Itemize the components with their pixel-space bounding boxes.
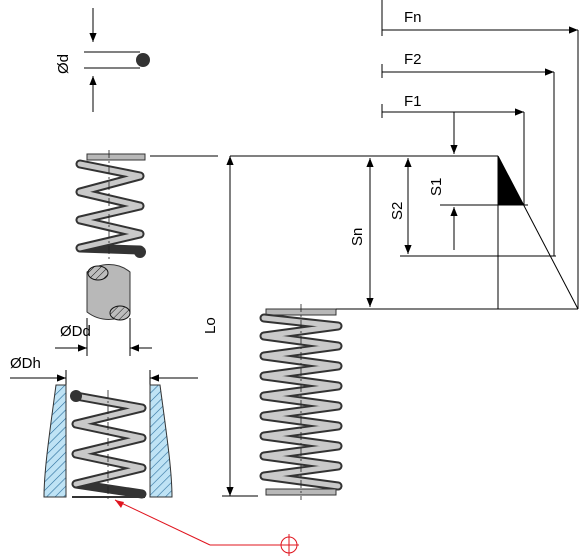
- wire-diameter-label: Ød: [55, 54, 72, 74]
- mandrel-diameter-dimension: ØDd: [55, 318, 152, 356]
- wire-diameter-detail: Ød: [55, 8, 150, 112]
- stroke-2-label: S2: [389, 202, 406, 220]
- tolerance-leader: [114, 499, 299, 556]
- force-1-label: F1: [404, 93, 422, 110]
- spring-in-bore: [43, 384, 173, 500]
- bore-diameter-dimension: ØDh: [10, 355, 198, 390]
- compressed-spring: [259, 304, 343, 500]
- upper-spring: [75, 150, 146, 321]
- mandrel-diameter-label: ØDd: [60, 323, 91, 340]
- characteristic-diagram: F1 F2 Fn S1 S2 Sn: [230, 0, 579, 310]
- force-2-label: F2: [404, 51, 422, 68]
- force-n-label: Fn: [404, 9, 422, 26]
- stroke-n-label: Sn: [349, 228, 366, 246]
- bore-diameter-label: ØDh: [10, 355, 41, 372]
- free-length-label: Lo: [202, 317, 219, 334]
- stroke-1-label: S1: [428, 178, 445, 196]
- free-length-dimension: Lo: [150, 155, 258, 497]
